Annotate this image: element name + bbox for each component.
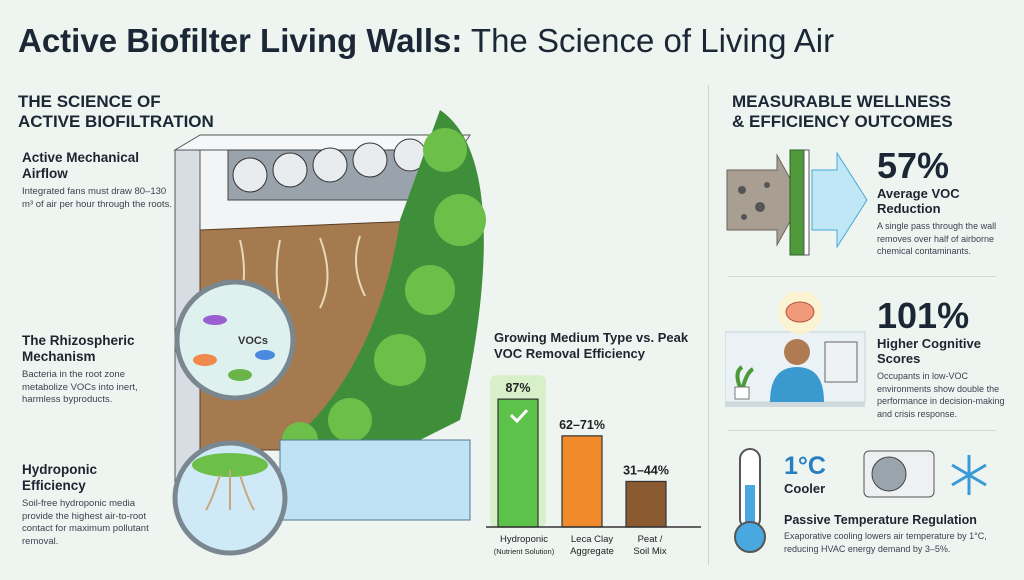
category-label: Hydroponic(Nutrient Solution) (493, 534, 555, 556)
bacteria-icons (193, 315, 275, 381)
air-filter-icon (726, 149, 868, 256)
column-divider (708, 85, 709, 565)
category-label: Peat /Soil Mix (633, 534, 667, 557)
page-title: Active Biofilter Living Walls: The Scien… (18, 22, 835, 59)
chart-title: Growing Medium Type vs. Peak VOC Removal… (494, 330, 689, 361)
thermometer-icon (734, 448, 766, 553)
plant-foliage (280, 110, 484, 470)
cooling-stat: 1°C Cooler (784, 452, 826, 496)
data-label: 62–71% (559, 418, 605, 432)
bar-chart: 87% 62–71% 31–44% (486, 375, 701, 528)
divider (728, 430, 996, 431)
vocs-label: VOCs (238, 335, 268, 347)
living-wall-illustration: VOCs (172, 110, 486, 556)
roots (234, 235, 366, 331)
snowflake-icon (951, 455, 987, 495)
bar (625, 480, 667, 528)
fan-icons (227, 138, 439, 201)
data-label: 31–44% (623, 463, 669, 477)
temperature-regulation: Passive Temperature Regulation Exaporati… (784, 513, 987, 554)
check-icon (509, 409, 529, 424)
divider (728, 276, 996, 277)
water-reservoir (279, 439, 471, 521)
person-cognition-icon (725, 292, 866, 407)
ac-unit-icon (863, 450, 987, 498)
brain-icon (785, 301, 815, 323)
bacteria-magnifier (174, 279, 296, 401)
right-heading: MEASURABLE WELLNESS& EFFICIENCY OUTCOMES (732, 92, 953, 131)
data-label: 87% (505, 381, 530, 395)
bar (561, 435, 603, 528)
